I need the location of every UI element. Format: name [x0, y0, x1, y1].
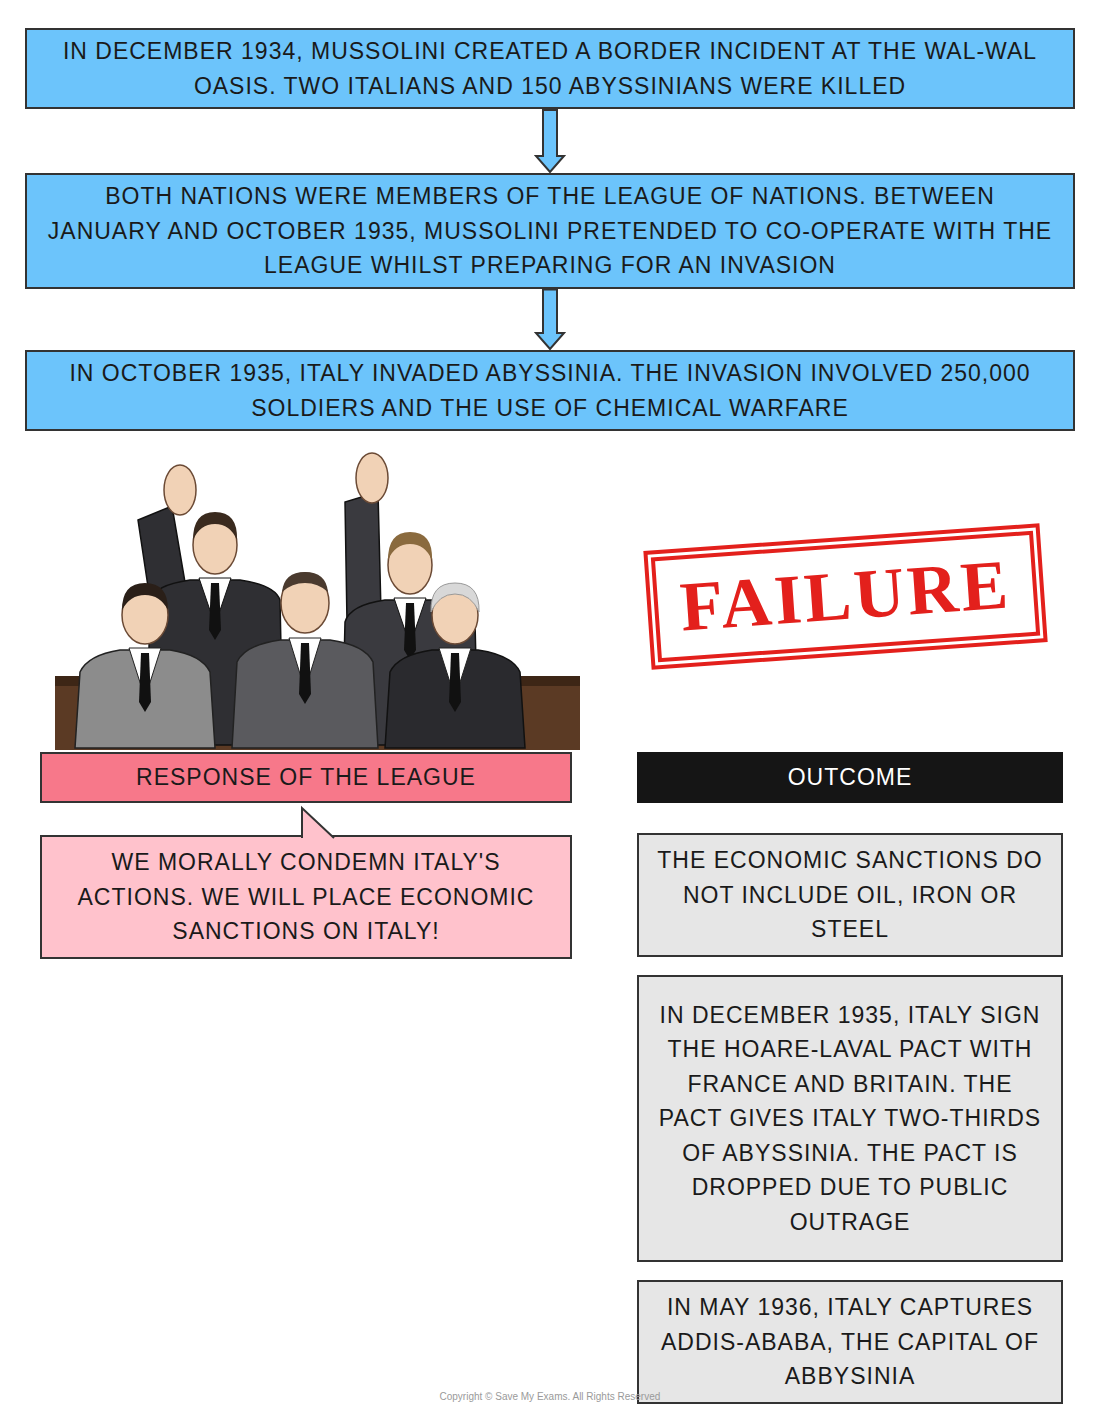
- event-box: IN DECEMBER 1934, MUSSOLINI CREATED A BO…: [25, 28, 1075, 109]
- response-header: RESPONSE OF THE LEAGUE: [40, 752, 572, 803]
- box-text: IN OCTOBER 1935, ITALY INVADED ABYSSINIA…: [47, 356, 1053, 425]
- failure-stamp: FAILURE: [643, 523, 1047, 669]
- box-text: THE ECONOMIC SANCTIONS DO NOT INCLUDE OI…: [653, 843, 1047, 947]
- box-text: IN DECEMBER 1935, ITALY SIGN THE HOARE-L…: [653, 998, 1047, 1240]
- delegate-figure: [385, 583, 525, 748]
- flow-arrow: [536, 110, 564, 172]
- outcome-header: OUTCOME: [637, 752, 1063, 803]
- box-text: RESPONSE OF THE LEAGUE: [136, 760, 476, 795]
- copyright-note: Copyright © Save My Exams. All Rights Re…: [440, 1391, 661, 1402]
- delegate-figure: [232, 572, 378, 748]
- bubble-tail-shape: [302, 808, 334, 838]
- box-text: BOTH NATIONS WERE MEMBERS OF THE LEAGUE …: [47, 179, 1053, 283]
- box-text: OUTCOME: [788, 760, 913, 795]
- outcome-box: THE ECONOMIC SANCTIONS DO NOT INCLUDE OI…: [637, 833, 1063, 957]
- flow-arrow: [536, 290, 564, 350]
- speech-bubble: WE MORALLY CONDEMN ITALY'S ACTIONS. WE W…: [40, 835, 572, 959]
- box-text: IN DECEMBER 1934, MUSSOLINI CREATED A BO…: [47, 34, 1053, 103]
- box-text: FAILURE: [677, 545, 1013, 648]
- event-box: IN OCTOBER 1935, ITALY INVADED ABYSSINIA…: [25, 350, 1075, 431]
- box-text: IN MAY 1936, ITALY CAPTURES ADDIS-ABABA,…: [653, 1290, 1047, 1394]
- outcome-box: IN DECEMBER 1935, ITALY SIGN THE HOARE-L…: [637, 975, 1063, 1262]
- box-text: WE MORALLY CONDEMN ITALY'S ACTIONS. WE W…: [56, 845, 556, 949]
- event-box: BOTH NATIONS WERE MEMBERS OF THE LEAGUE …: [25, 173, 1075, 289]
- delegate-figure: [75, 583, 215, 748]
- bubble-tail: [300, 805, 344, 839]
- outcome-box: IN MAY 1936, ITALY CAPTURES ADDIS-ABABA,…: [637, 1280, 1063, 1404]
